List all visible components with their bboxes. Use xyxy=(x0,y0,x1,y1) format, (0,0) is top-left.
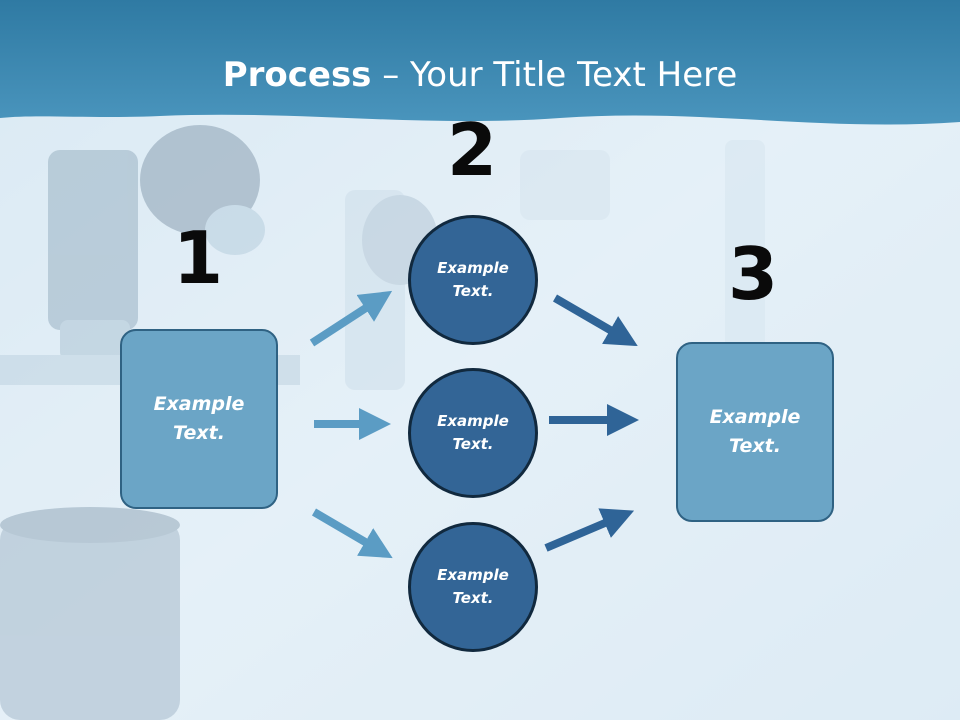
left-process-box: Example Text. xyxy=(120,329,278,509)
right-box-text: Example Text. xyxy=(709,406,801,457)
step-number-1: 1 xyxy=(172,216,224,300)
arrow-left-to-top xyxy=(309,290,393,347)
process-circle-middle: Example Text. xyxy=(408,368,538,498)
arrow-left-to-bottom xyxy=(311,508,393,559)
process-circle-bottom: Example Text. xyxy=(408,522,538,652)
arrow-top-to-right xyxy=(552,294,638,347)
circle-bottom-text: Example Text. xyxy=(437,566,509,607)
arrow-bottom-to-right xyxy=(544,508,635,552)
header-band xyxy=(0,0,960,125)
step-number-3: 3 xyxy=(727,232,779,316)
circle-middle-text: Example Text. xyxy=(437,412,509,453)
left-box-text: Example Text. xyxy=(153,393,245,444)
title-bold: Process xyxy=(222,55,372,95)
step-number-2: 2 xyxy=(446,108,498,192)
slide-title: Process – Your Title Text Here xyxy=(0,54,960,96)
circle-top-text: Example Text. xyxy=(437,259,509,300)
right-process-box: Example Text. xyxy=(676,342,834,522)
title-rest: – Your Title Text Here xyxy=(371,55,738,95)
process-circle-top: Example Text. xyxy=(408,215,538,345)
